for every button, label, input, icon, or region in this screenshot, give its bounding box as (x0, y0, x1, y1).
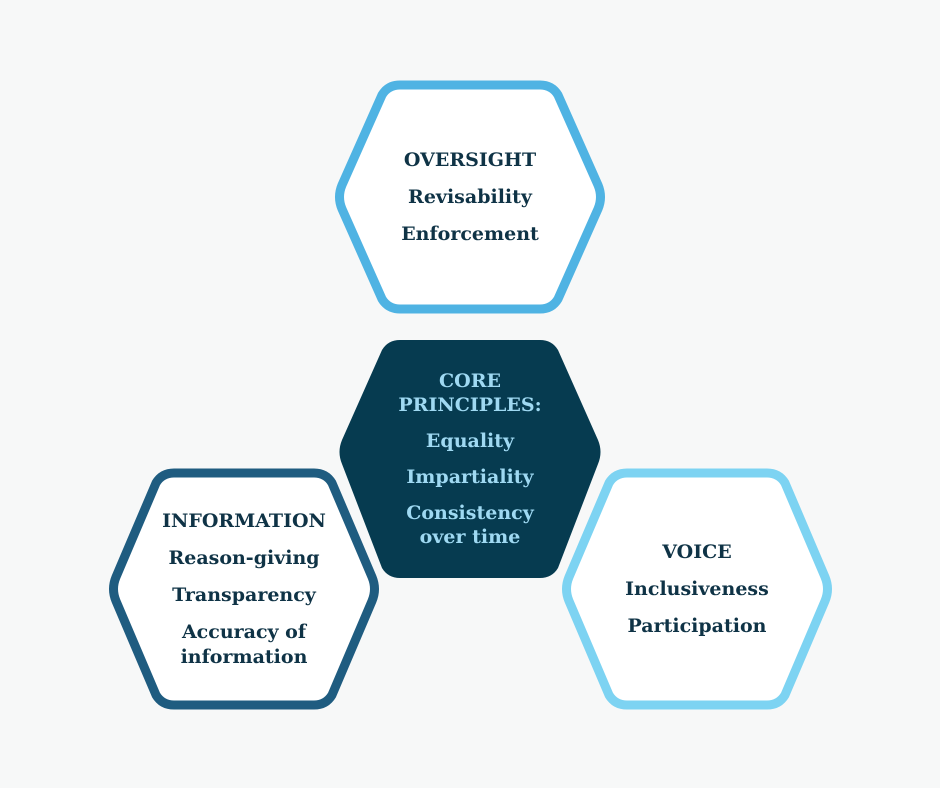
oversight-item-revisability: Revisability (408, 185, 532, 208)
voice-item-inclusiveness: Inclusiveness (625, 577, 769, 600)
information-item-reason-giving: Reason-giving (168, 546, 320, 569)
core-item-equality: Equality (425, 430, 515, 452)
voice-item-participation: Participation (627, 614, 767, 637)
core-item-consistency: Consistency over time (406, 502, 534, 548)
voice-title: VOICE (662, 540, 732, 563)
oversight-content: OVERSIGHT Revisability Enforcement (350, 95, 590, 299)
oversight-title: OVERSIGHT (403, 148, 537, 171)
oversight-item-enforcement: Enforcement (401, 222, 539, 245)
information-hexagon (109, 468, 379, 710)
core-hexagon (339, 340, 601, 578)
information-item-transparency: Transparency (172, 583, 316, 606)
core-content: CORE PRINCIPLES: Equality Impartiality C… (350, 350, 590, 568)
voice-content: VOICE Inclusiveness Participation (577, 483, 817, 695)
core-title: CORE PRINCIPLES: (398, 370, 542, 416)
oversight-hexagon (335, 80, 605, 314)
core-item-impartiality: Impartiality (406, 466, 534, 488)
information-item-accuracy: Accuracy of information (180, 620, 308, 668)
information-title: INFORMATION (162, 509, 326, 532)
information-content: INFORMATION Reason-giving Transparency A… (124, 486, 364, 692)
voice-hexagon (562, 468, 832, 710)
